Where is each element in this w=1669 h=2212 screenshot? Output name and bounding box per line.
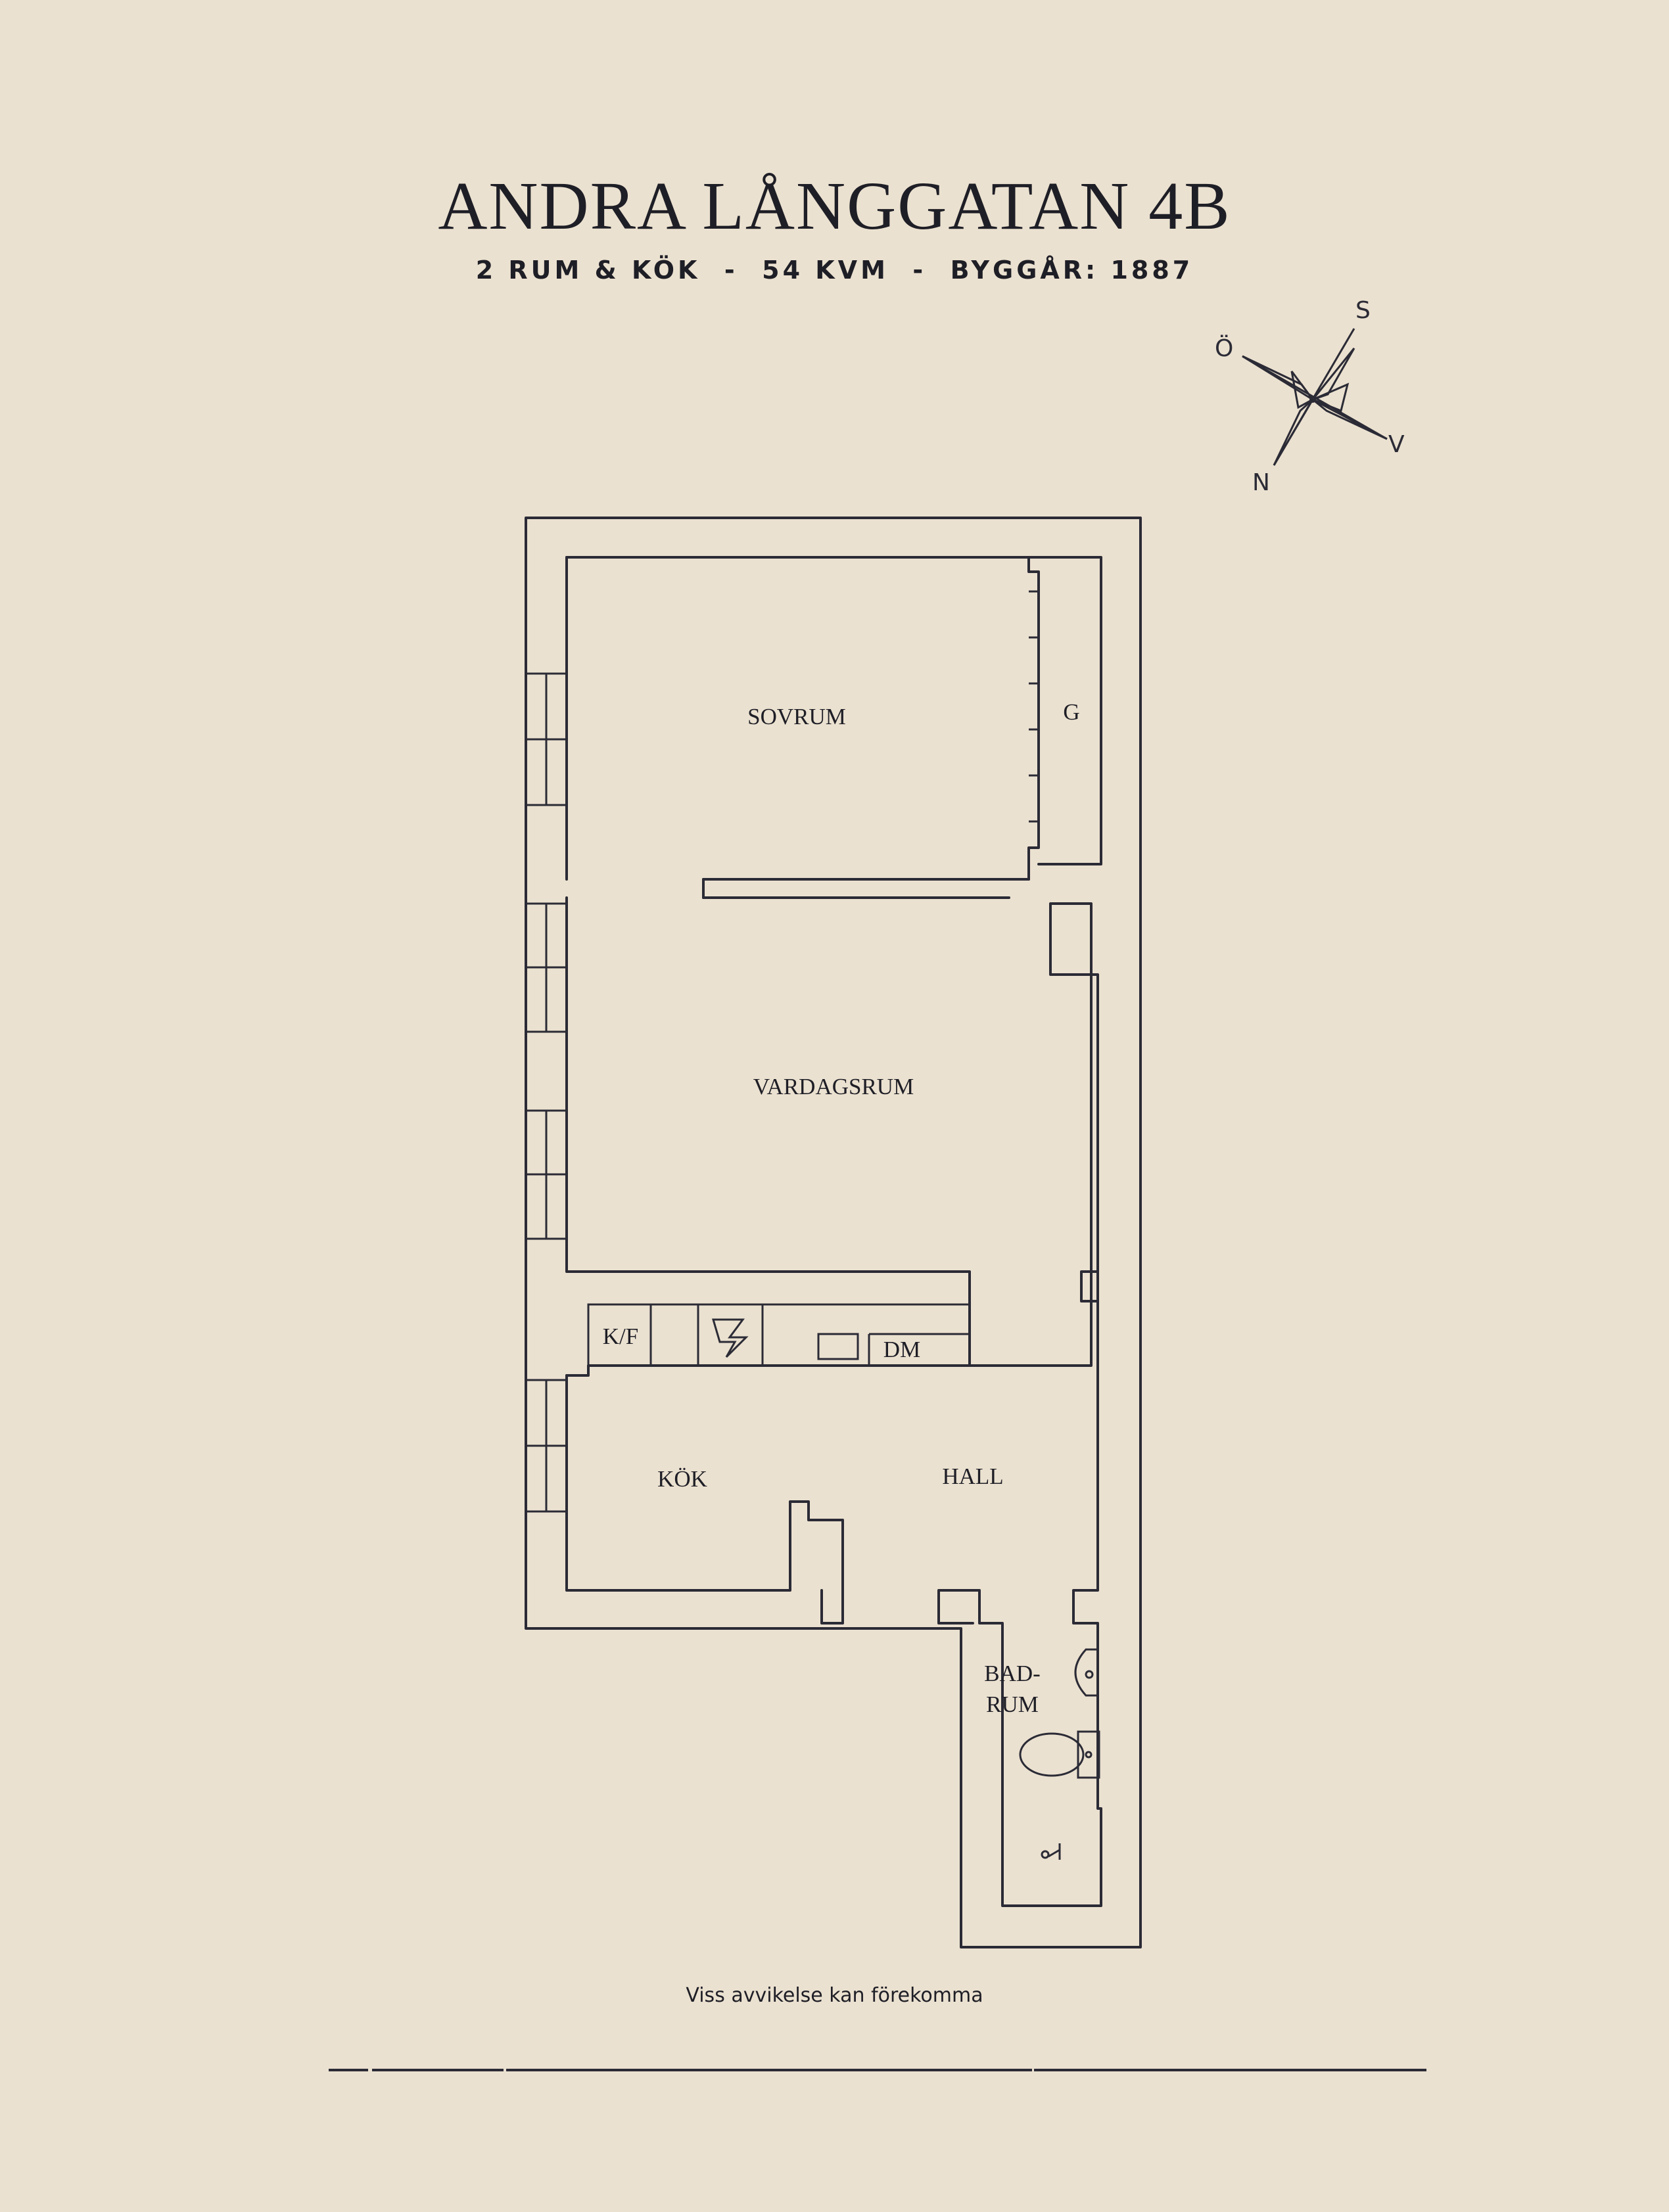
room-label-garderob: G — [1063, 699, 1079, 725]
compass-rose-icon: S Ö V N — [1215, 297, 1405, 496]
kitchen-counter — [587, 1303, 971, 1367]
compass-n-label: N — [1252, 469, 1270, 496]
room-label-sovrum: SOVRUM — [747, 704, 846, 729]
room-label-badrum-1: BAD- — [984, 1661, 1041, 1686]
room-label-dm: DM — [883, 1337, 920, 1362]
sink-icon — [1074, 1648, 1099, 1697]
outer-walls — [525, 517, 1142, 1948]
shower-icon — [1048, 1843, 1061, 1860]
room-label-badrum-2: RUM — [986, 1692, 1039, 1717]
page-subtitle: 2 RUM & KÖK - 54 KVM - BYGGÅR: 1887 — [475, 256, 1194, 285]
bathroom-fixtures — [1019, 1648, 1100, 1860]
room-label-kok: KÖK — [657, 1466, 707, 1492]
room-label-kf: K/F — [603, 1324, 638, 1349]
compass-v-label: V — [1388, 431, 1405, 458]
stove-icon — [711, 1318, 749, 1358]
windows — [525, 672, 568, 1513]
compass-o-label: Ö — [1215, 334, 1233, 362]
page-title: ANDRA LÅNGGATAN 4B — [438, 168, 1231, 244]
room-label-vardagsrum: VARDAGSRUM — [753, 1074, 914, 1099]
disclaimer-text: Viss avvikelse kan förekomma — [686, 1984, 983, 2007]
toilet-icon — [1019, 1732, 1085, 1777]
compass-s-label: S — [1355, 297, 1371, 324]
room-label-hall: HALL — [942, 1463, 1003, 1489]
